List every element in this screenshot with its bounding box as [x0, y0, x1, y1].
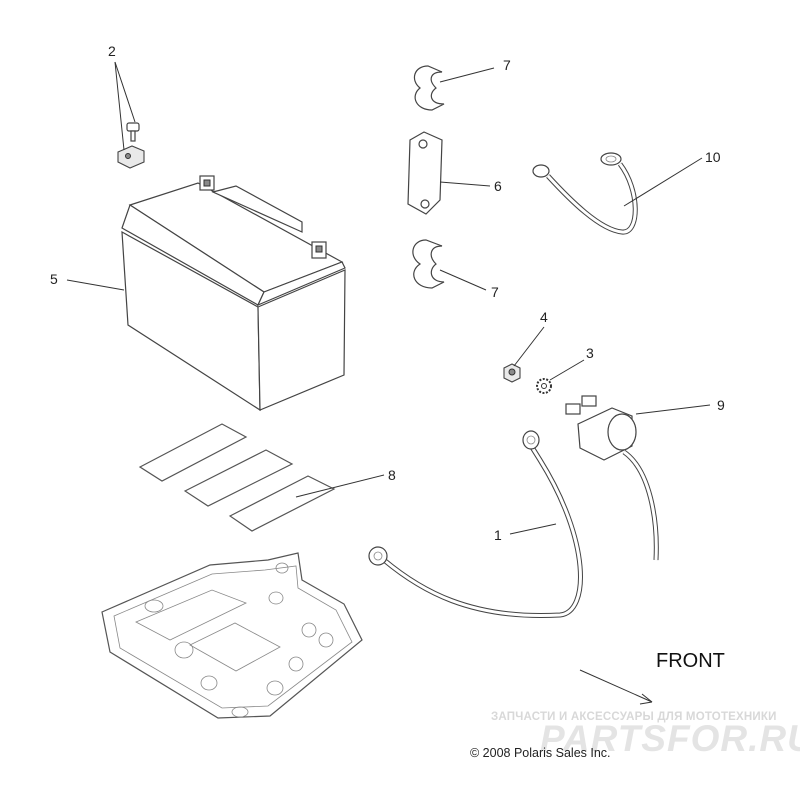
callout-7-upper: 7 [503, 57, 511, 73]
callout-5: 5 [50, 271, 58, 287]
watermark-tagline: ЗАПЧАСТИ И АКСЕССУАРЫ ДЛЯ МОТОТЕХНИКИ [491, 711, 777, 723]
callout-numbers: 2 5 7 6 7 10 4 3 9 8 1 [50, 43, 725, 543]
front-arrow [579, 669, 653, 705]
link-bar-part [407, 131, 443, 215]
clip-part-lower [412, 239, 445, 289]
copyright-notice: © 2008 Polaris Sales Inc. [470, 746, 611, 760]
callout-4: 4 [540, 309, 548, 325]
relay-part [565, 395, 659, 561]
bolt-and-nut-part [117, 122, 145, 169]
cable-part-1 [368, 430, 583, 619]
callout-2: 2 [108, 43, 116, 59]
callout-7-lower: 7 [491, 284, 499, 300]
nut-part [503, 363, 521, 383]
battery-tray-part [101, 552, 363, 719]
leader-lines [66, 61, 711, 535]
cable-part-10 [532, 152, 638, 235]
callout-6: 6 [494, 178, 502, 194]
callout-1: 1 [494, 527, 502, 543]
callout-10: 10 [705, 149, 721, 165]
watermark-logo: PARTSFOR.RU [540, 718, 800, 759]
callout-3: 3 [586, 345, 594, 361]
lock-washer-part [536, 378, 552, 394]
battery-part [121, 175, 346, 412]
callout-8: 8 [388, 467, 396, 483]
battery-pads-part [138, 423, 336, 532]
clip-part-upper [413, 65, 445, 111]
callout-9: 9 [717, 397, 725, 413]
front-orientation-label: FRONT [656, 650, 725, 672]
